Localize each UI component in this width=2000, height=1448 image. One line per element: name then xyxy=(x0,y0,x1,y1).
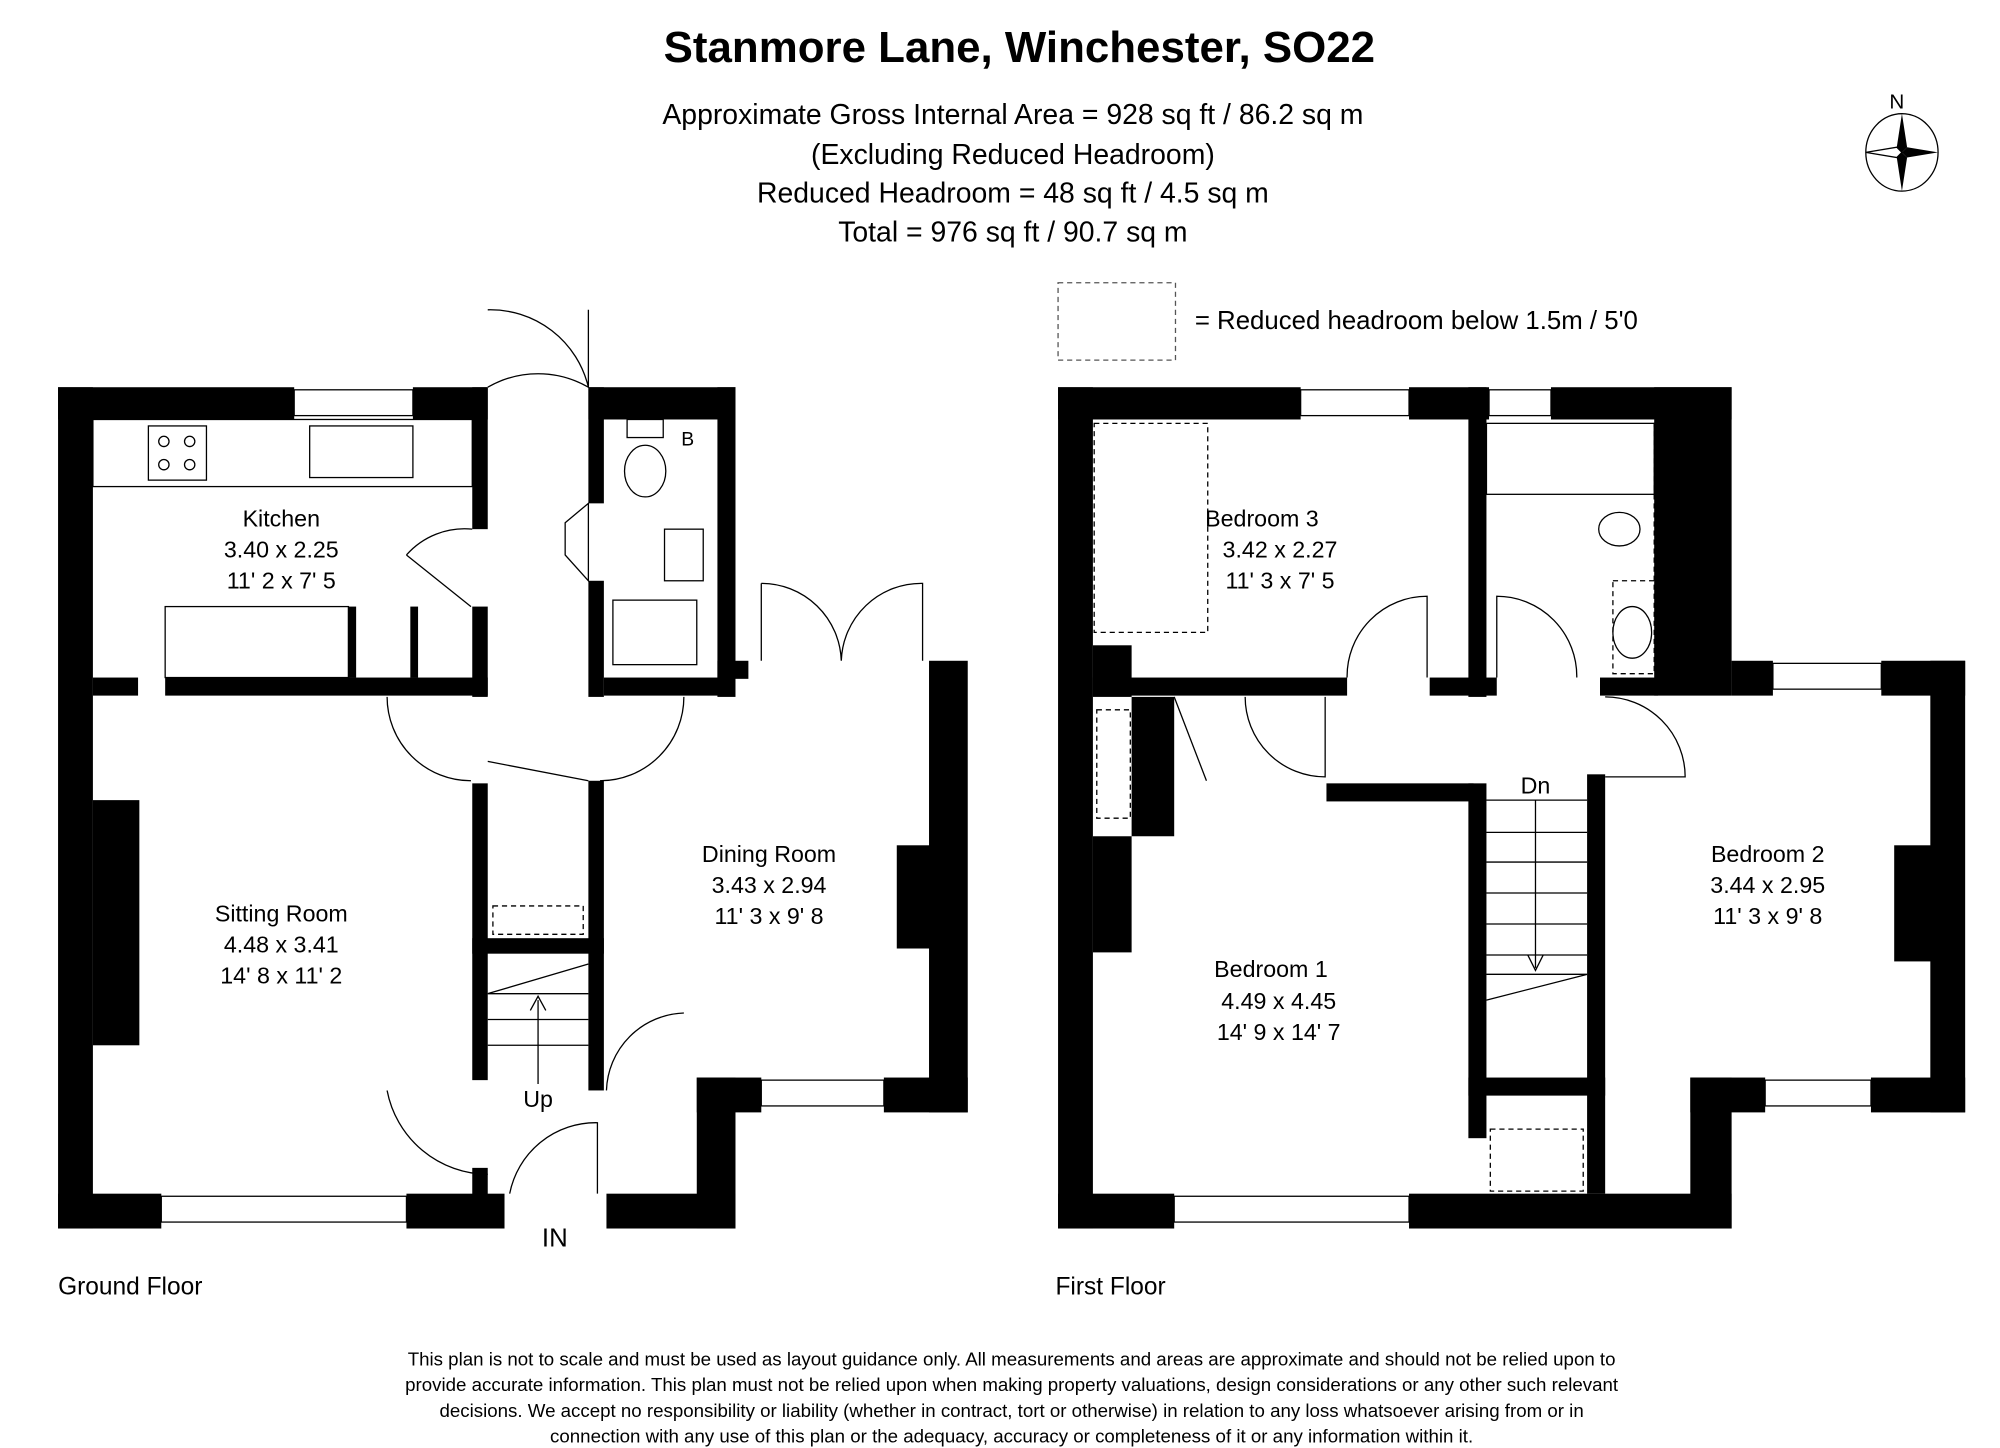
first-floor-plan xyxy=(1058,387,1966,1229)
legend-text: = Reduced headroom below 1.5m / 5'0 xyxy=(1195,307,1638,335)
bedroom-1-imperial: 14' 9 x 14' 7 xyxy=(1217,1019,1341,1045)
area-line-4: Total = 976 sq ft / 90.7 sq m xyxy=(838,216,1187,248)
first-floor-label: First Floor xyxy=(1055,1273,1165,1300)
entrance-label: IN xyxy=(542,1225,568,1253)
basin-icon xyxy=(1612,605,1653,659)
area-line-3: Reduced Headroom = 48 sq ft / 4.5 sq m xyxy=(757,178,1269,210)
dining-room-imperial: 11' 3 x 9' 8 xyxy=(714,903,823,929)
ground-floor-fixtures xyxy=(92,309,924,1223)
disclaimer-line-3: decisions. We accept no responsibility o… xyxy=(439,1400,1583,1421)
compass-rose-icon: N xyxy=(1865,91,1939,192)
area-line-2: (Excluding Reduced Headroom) xyxy=(811,139,1215,171)
kitchen-metric: 3.40 x 2.25 xyxy=(224,537,339,563)
bedroom-1-name: Bedroom 1 xyxy=(1214,956,1328,982)
boiler-label: B xyxy=(681,428,694,450)
bedroom-1-metric: 4.49 x 4.45 xyxy=(1221,988,1336,1014)
disclaimer-line-4: connection with any use of this plan or … xyxy=(550,1426,1473,1447)
stairs-up-label: Up xyxy=(523,1086,553,1112)
sitting-room-name: Sitting Room xyxy=(215,900,348,926)
bedroom-3-metric: 3.42 x 2.27 xyxy=(1223,537,1338,563)
shower-icon xyxy=(612,599,698,666)
sink-icon xyxy=(309,425,414,479)
bath-icon xyxy=(1485,422,1655,495)
kitchen-imperial: 11' 2 x 7' 5 xyxy=(227,568,336,594)
area-line-1: Approximate Gross Internal Area = 928 sq… xyxy=(662,99,1363,131)
sitting-room-imperial: 14' 8 x 11' 2 xyxy=(220,962,342,988)
bedroom-2-name: Bedroom 2 xyxy=(1711,841,1825,867)
kitchen-name: Kitchen xyxy=(243,506,320,532)
compass-north-label: N xyxy=(1889,91,1904,114)
basin-icon xyxy=(663,528,704,582)
bedroom-2-imperial: 11' 3 x 9' 8 xyxy=(1713,903,1822,929)
wc-icon xyxy=(623,444,667,498)
sitting-room-metric: 4.48 x 3.41 xyxy=(224,931,339,957)
ground-floor-plan xyxy=(58,387,968,1229)
bedroom-2-metric: 3.44 x 2.95 xyxy=(1710,872,1825,898)
ground-floor-label: Ground Floor xyxy=(58,1273,202,1300)
dining-room-name: Dining Room xyxy=(702,841,836,867)
page-title: Stanmore Lane, Winchester, SO22 xyxy=(664,23,1375,72)
dining-room-metric: 3.43 x 2.94 xyxy=(712,872,827,898)
first-floor-fixtures xyxy=(1093,389,1882,1223)
reduced-headroom-legend-swatch xyxy=(1057,282,1177,361)
stairs-down-label: Dn xyxy=(1521,773,1551,799)
bedroom-3-imperial: 11' 3 x 7' 5 xyxy=(1225,568,1334,594)
disclaimer-line-1: This plan is not to scale and must be us… xyxy=(408,1348,1616,1369)
wc-icon xyxy=(1598,511,1641,547)
disclaimer-line-2: provide accurate information. This plan … xyxy=(405,1374,1619,1395)
hob-icon xyxy=(147,425,208,481)
bedroom-3-name: Bedroom 3 xyxy=(1205,506,1319,532)
